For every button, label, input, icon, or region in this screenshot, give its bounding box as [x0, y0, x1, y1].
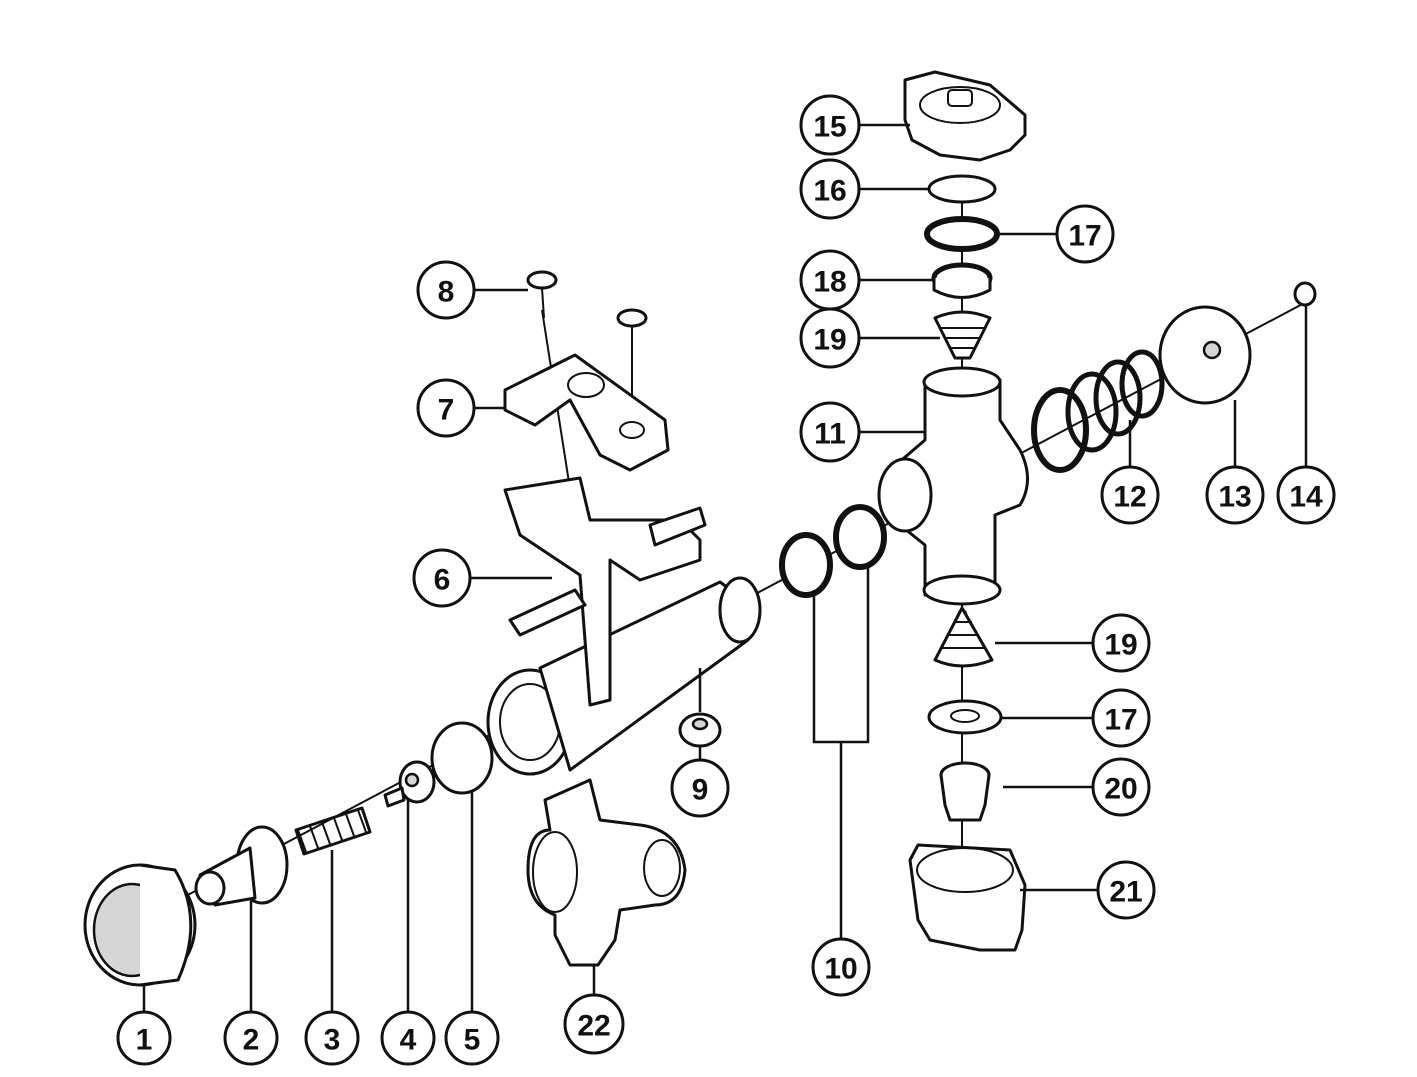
svg-text:2: 2	[243, 1024, 260, 1057]
svg-text:1: 1	[136, 1024, 153, 1057]
part-plug	[194, 825, 289, 907]
callout-17-upper: 17	[1055, 204, 1115, 264]
svg-text:19: 19	[813, 324, 846, 357]
svg-text:10: 10	[824, 953, 857, 986]
svg-text:8: 8	[438, 276, 455, 309]
svg-text:13: 13	[1218, 481, 1251, 514]
part-thin-washer	[927, 174, 997, 204]
svg-text:12: 12	[1113, 481, 1146, 514]
callout-4: 4	[380, 1010, 436, 1066]
callout-17-lower: 17	[1091, 688, 1151, 748]
part-nut	[678, 712, 722, 748]
part-valve-poppet	[383, 760, 436, 808]
part-lower-washer	[927, 699, 1003, 735]
callout-2: 2	[223, 1010, 279, 1066]
svg-text:11: 11	[814, 418, 846, 451]
part-cap-screw	[1293, 281, 1317, 307]
part-gasket-disc	[430, 721, 494, 795]
callout-12: 12	[1100, 465, 1160, 525]
svg-text:16: 16	[813, 175, 846, 208]
part-upper-strainer	[933, 310, 992, 360]
callout-9: 9	[670, 758, 730, 818]
part-tee-fitting	[526, 778, 687, 967]
callout-15: 15	[799, 94, 861, 156]
part-valve-body	[486, 476, 762, 776]
callout-8: 8	[416, 260, 476, 320]
part-upper-washer	[924, 216, 1000, 252]
svg-text:7: 7	[438, 394, 455, 427]
callout-6: 6	[412, 548, 472, 608]
callout-19-upper: 19	[799, 307, 861, 369]
svg-text:6: 6	[434, 564, 451, 597]
part-spring-cap	[1158, 305, 1252, 405]
part-clamp-bracket	[503, 353, 670, 472]
svg-text:15: 15	[813, 111, 846, 144]
part-insert	[931, 262, 993, 299]
callout-19-lower: 19	[1091, 613, 1151, 673]
svg-text:3: 3	[324, 1024, 341, 1057]
svg-text:14: 14	[1289, 481, 1323, 514]
part-cross-body	[877, 366, 1029, 606]
callout-18: 18	[799, 249, 861, 311]
part-clamp-screws	[526, 270, 648, 356]
svg-text:21: 21	[1109, 876, 1142, 909]
callout-21: 21	[1096, 860, 1156, 920]
svg-text:20: 20	[1104, 773, 1137, 806]
part-end-cap	[83, 863, 197, 987]
part-lower-strainer	[933, 606, 994, 668]
leader-lines	[142, 123, 1308, 1012]
svg-text:17: 17	[1068, 220, 1101, 253]
callout-20: 20	[1091, 757, 1151, 817]
callout-7: 7	[416, 378, 476, 438]
part-large-spring	[1031, 349, 1165, 473]
callout-1: 1	[116, 1010, 172, 1066]
part-small-spring	[294, 806, 372, 856]
part-adapter	[939, 761, 991, 822]
callout-11: 11	[799, 401, 861, 463]
part-o-rings	[779, 504, 887, 598]
svg-text:22: 22	[577, 1010, 610, 1043]
svg-text:5: 5	[464, 1024, 481, 1057]
svg-text:4: 4	[400, 1024, 417, 1057]
svg-text:18: 18	[813, 266, 846, 299]
callout-22: 22	[563, 993, 625, 1055]
callout-3: 3	[304, 1010, 360, 1066]
svg-text:17: 17	[1104, 704, 1137, 737]
callout-13: 13	[1205, 465, 1265, 525]
callout-10: 10	[811, 937, 871, 997]
callout-14: 14	[1276, 465, 1336, 525]
part-top-nozzle-cap	[903, 70, 1027, 162]
svg-text:9: 9	[692, 774, 709, 807]
callout-16: 16	[799, 158, 861, 220]
part-bottom-nozzle-cap	[908, 843, 1027, 952]
callout-5: 5	[444, 1010, 500, 1066]
svg-text:19: 19	[1104, 629, 1137, 662]
